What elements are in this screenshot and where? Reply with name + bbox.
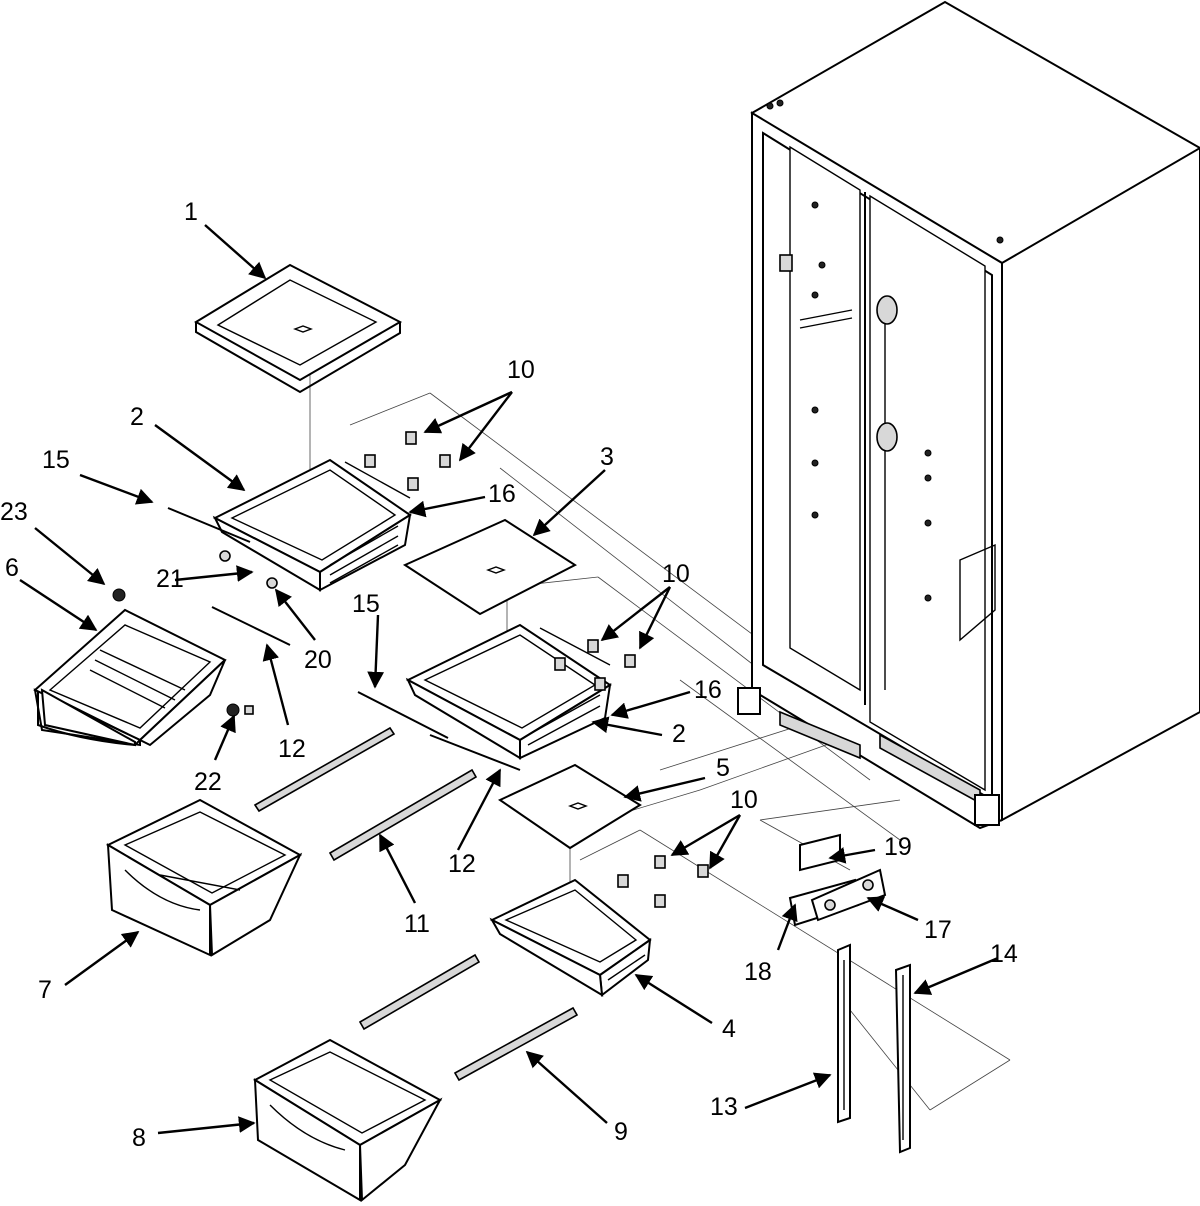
callout-6: 6	[5, 554, 19, 582]
callout-21: 21	[156, 565, 184, 593]
callout-19: 19	[884, 833, 912, 861]
callout-2-lower: 2	[672, 720, 686, 748]
callout-17: 17	[924, 916, 952, 944]
callout-15-left: 15	[42, 446, 70, 474]
callout-18: 18	[744, 958, 772, 986]
callout-23: 23	[0, 498, 28, 526]
callout-4: 4	[722, 1015, 736, 1043]
part-6-drawer	[33, 608, 227, 747]
part-4-pan	[489, 878, 652, 997]
callout-10-bottom: 10	[730, 786, 758, 814]
part-2-upper-pan	[212, 458, 412, 592]
part-3-glass	[402, 518, 577, 616]
callout-11: 11	[404, 910, 430, 938]
callout-22: 22	[194, 768, 222, 796]
callout-12-left: 12	[278, 735, 306, 763]
callout-7: 7	[38, 976, 52, 1004]
callout-1: 1	[184, 198, 198, 226]
callout-10-middle: 10	[662, 560, 690, 588]
callout-2-upper: 2	[130, 403, 144, 431]
callout-15-middle: 15	[352, 590, 380, 618]
callout-5: 5	[716, 754, 730, 782]
refrigerator-cabinet	[737, 0, 1200, 830]
callout-3: 3	[600, 443, 614, 471]
part-8-drawer	[252, 1038, 443, 1203]
part-5-glass	[497, 763, 642, 850]
callout-20: 20	[304, 646, 332, 674]
callout-9: 9	[614, 1118, 628, 1146]
leader-arrows	[19, 224, 999, 1135]
callout-12-right: 12	[448, 850, 476, 878]
callout-13: 13	[710, 1093, 738, 1121]
cover-bars	[167, 507, 521, 771]
part-7-drawer	[105, 798, 303, 957]
brackets-and-trims	[788, 833, 911, 1154]
part-1-glass-shelf	[194, 263, 403, 394]
callout-16-lower: 16	[694, 676, 722, 704]
callout-10-top: 10	[507, 356, 535, 384]
callout-16-upper: 16	[488, 480, 516, 508]
callout-14: 14	[990, 940, 1018, 968]
callout-labels: 1 2 2 3 4 5 6 7 8 9 10 10 10 11 12 12 13…	[0, 198, 1018, 1152]
small-hardware	[112, 431, 709, 908]
slide-rails	[253, 726, 579, 1082]
callout-8: 8	[132, 1124, 146, 1152]
